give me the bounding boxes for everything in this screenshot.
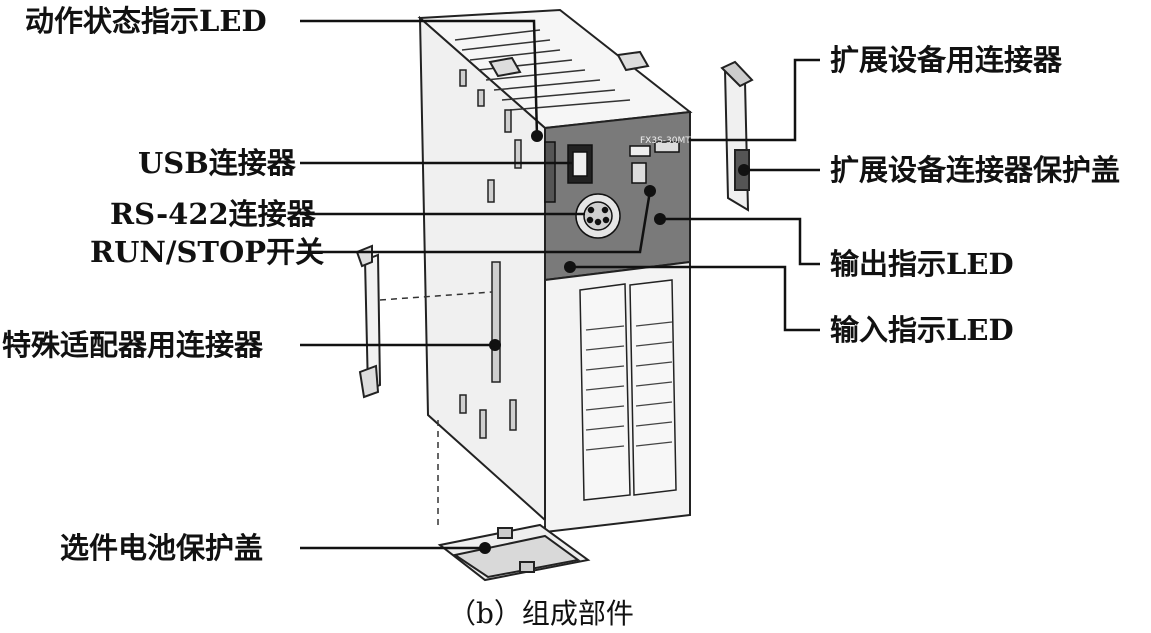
label-action-led: 动作状态指示LED [25, 4, 267, 38]
label-battery-cover: 选件电池保护盖 [60, 531, 264, 565]
side-slots [459, 69, 522, 439]
label-special-adapter-connector: 特殊适配器用连接器 [2, 328, 264, 362]
label-expansion-connector: 扩展设备用连接器 [830, 43, 1063, 77]
label-input-led: 输入指示LED [830, 313, 1014, 347]
label-output-led: 输出指示LED [830, 247, 1014, 281]
left-expansion-cover [355, 244, 382, 399]
device-model-text: FX3S-30MT [640, 136, 691, 146]
battery-cover [437, 523, 591, 582]
figure-caption: （b）组成部件 [448, 597, 634, 630]
top-clips [488, 50, 650, 78]
label-rs422-connector: RS-422连接器 [110, 197, 316, 231]
label-usb-connector: USB连接器 [138, 146, 296, 180]
leader-lines [300, 19, 820, 550]
terminal-ribs [585, 321, 673, 451]
right-expansion-cover [720, 60, 754, 212]
label-expansion-connector-cover: 扩展设备连接器保护盖 [830, 153, 1121, 187]
front-panel [544, 141, 680, 239]
terminal-blocks [579, 279, 677, 501]
label-run-stop-switch: RUN/STOP开关 [90, 235, 325, 269]
top-vents [454, 29, 631, 111]
